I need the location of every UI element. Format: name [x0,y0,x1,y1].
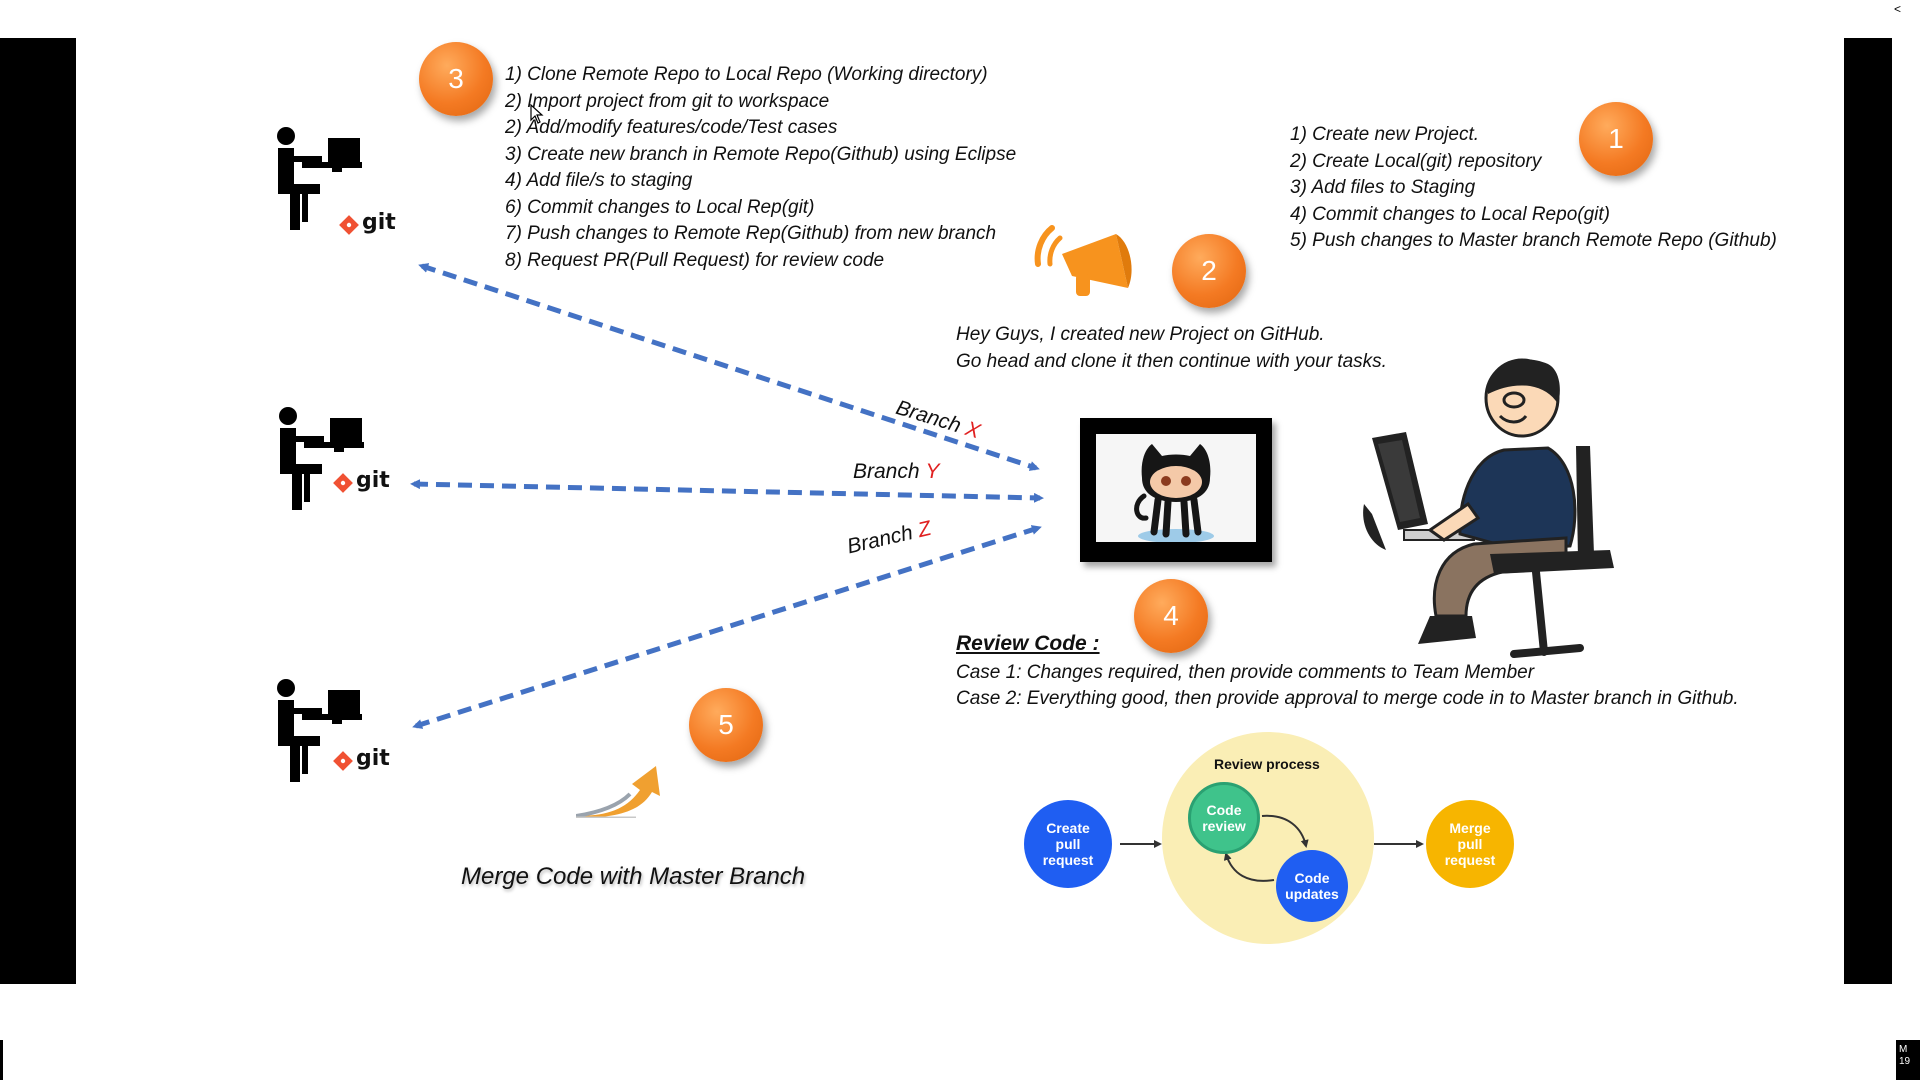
create-pull-request-node: Create pull request [1024,800,1112,888]
list-item: 3) Create new branch in Remote Repo(Gith… [505,143,1017,165]
github-screen [1096,434,1256,542]
branch-y-arrow [410,479,1044,503]
review-case-2: Case 2: Everything good, then provide ap… [956,688,1739,709]
list-item: 6) Commit changes to Local Rep(git) [505,196,815,218]
merge-caption: Merge Code with Master Branch [461,863,806,890]
right-letterbox [1844,38,1892,984]
list-item: 5) Push changes to Master branch Remote … [1290,230,1777,251]
list-item: 2) Create Local(git) repository [1290,150,1542,172]
git-label: git [356,468,390,493]
step-5-badge: 5 [689,688,763,762]
step-1-badge: 1 [1579,102,1653,176]
git-logo-icon [333,473,353,493]
announcement-line-1: Hey Guys, I created new Project on GitHu… [956,324,1325,345]
list-item: 7) Push changes to Remote Rep(Github) fr… [505,223,997,244]
step-3-badge: 3 [419,42,493,116]
github-monitor [1080,418,1272,562]
branch-x-arrow [418,263,1040,471]
megaphone-icon [1034,225,1132,296]
developer-desk-icon [277,679,362,782]
git-label: git [356,746,390,771]
code-review-node: Code review [1188,782,1260,854]
step-2-badge: 2 [1172,234,1246,308]
review-process-title: Review process [1214,756,1320,772]
list-item: 3) Add files to Staging [1290,177,1476,198]
corner-text: M 19 [1899,1044,1911,1067]
review-case-1: Case 1: Changes required, then provide c… [956,662,1535,683]
step-4-badge: 4 [1134,579,1208,653]
developer-desk-icon [277,127,362,230]
list-item: 2) Import project from git to workspace [505,90,830,112]
git-logo-icon [333,751,353,771]
slide: 3 1) Clone Remote Repo to Local Repo (Wo… [76,38,1844,984]
collapse-chevron-icon[interactable]: < [1894,2,1902,16]
git-label: git [362,210,396,235]
developer-steps-list: 1) Clone Remote Repo to Local Repo (Work… [505,62,1016,274]
announcement-text: Hey Guys, I created new Project on GitHu… [956,322,1387,375]
developer-at-computer-illustration [1363,358,1614,658]
merge-arrow-icon [576,766,660,818]
list-item: 8) Request PR(Pull Request) for review c… [505,249,885,271]
list-item: 1) Create new Project. [1290,124,1480,145]
branch-arrows [410,263,1044,729]
leader-steps-list: 1) Create new Project. 2) Create Local(g… [1290,122,1777,255]
list-item: 4) Commit changes to Local Repo(git) [1290,203,1610,225]
corner-strip: M 19 [1896,1040,1920,1080]
code-updates-node: Code updates [1276,850,1348,922]
list-item: 2) Add/modify features/code/Test cases [505,117,838,138]
announcement-line-2: Go head and clone it then continue with … [956,350,1387,372]
mouse-cursor-icon [530,104,544,124]
developer-desk-icon [279,407,364,510]
list-item: 1) Clone Remote Repo to Local Repo (Work… [505,64,988,85]
left-letterbox [0,38,76,984]
left-corner-strip [0,1040,3,1080]
merge-pull-request-node: Merge pull request [1426,800,1514,888]
list-item: 4) Add file/s to staging [505,170,693,191]
github-octocat-icon [1134,444,1214,542]
review-flow-connectors [1120,814,1424,882]
git-logo-icon [339,215,359,235]
review-code-title: Review Code : [956,632,1100,655]
